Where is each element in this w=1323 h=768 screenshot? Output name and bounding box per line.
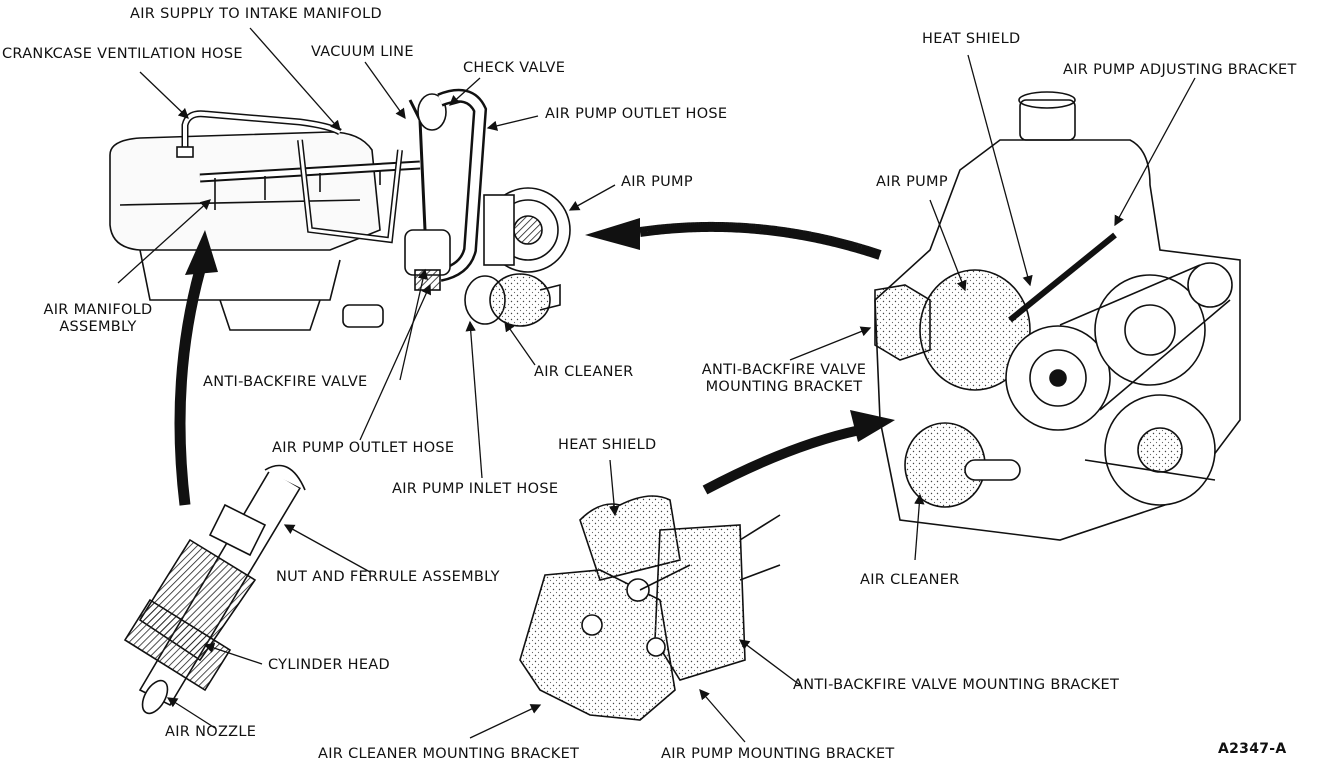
label-air-pump-right: AIR PUMP [876, 174, 948, 190]
leader-lines-bracket [469, 459, 801, 743]
label-air-cleaner-right: AIR CLEANER [860, 572, 960, 588]
label-air-nozzle: AIR NOZZLE [165, 724, 257, 740]
label-cylinder-head: CYLINDER HEAD [268, 657, 390, 673]
label-air-cleaner-left: AIR CLEANER [534, 364, 634, 380]
label-nut-ferrule: NUT AND FERRULE ASSEMBLY [276, 569, 500, 585]
label-air-supply: AIR SUPPLY TO INTAKE MANIFOLD [130, 6, 382, 22]
label-heat-shield-center: HEAT SHIELD [558, 437, 657, 453]
bracket-detail [519, 495, 781, 721]
label-outlet-hose-top: AIR PUMP OUTLET HOSE [545, 106, 728, 122]
label-air-manifold-line1: AIR MANIFOLD [43, 302, 153, 318]
label-abv-mounting-right-line1: ANTI-BACKFIRE VALVE [701, 362, 867, 378]
leader-lines-left [117, 27, 616, 479]
figure-id: A2347-A [1218, 741, 1287, 757]
label-air-pump-mount: AIR PUMP MOUNTING BRACKET [661, 746, 895, 762]
label-air-cleaner-mount: AIR CLEANER MOUNTING BRACKET [318, 746, 580, 762]
label-air-pump-left: AIR PUMP [621, 174, 693, 190]
label-inlet-hose: AIR PUMP INLET HOSE [392, 481, 559, 497]
label-abv-mounting-right: ANTI-BACKFIRE VALVE MOUNTING BRACKET [686, 362, 882, 395]
leader-lines-right [789, 54, 1196, 561]
label-heat-shield-right: HEAT SHIELD [922, 31, 1021, 47]
engine-right-illustration [702, 91, 1241, 541]
label-outlet-hose-bottom: AIR PUMP OUTLET HOSE [272, 440, 455, 456]
air-nozzle-detail [123, 464, 306, 715]
label-air-manifold-line2: ASSEMBLY [59, 318, 137, 335]
label-adjusting-bracket: AIR PUMP ADJUSTING BRACKET [1063, 62, 1297, 78]
engine-left-illustration [109, 88, 882, 506]
label-air-manifold-assembly: AIR MANIFOLD ASSEMBLY [28, 302, 168, 335]
leader-lines-nozzle [166, 524, 371, 729]
label-vacuum-line: VACUUM LINE [311, 44, 414, 60]
label-anti-backfire-valve: ANTI-BACKFIRE VALVE [203, 374, 368, 390]
label-check-valve: CHECK VALVE [463, 60, 566, 76]
label-abv-mounting-right-line2: MOUNTING BRACKET [705, 378, 863, 395]
label-abv-mounting-bottom: ANTI-BACKFIRE VALVE MOUNTING BRACKET [793, 677, 1120, 693]
label-crankcase-hose: CRANKCASE VENTILATION HOSE [2, 46, 243, 62]
